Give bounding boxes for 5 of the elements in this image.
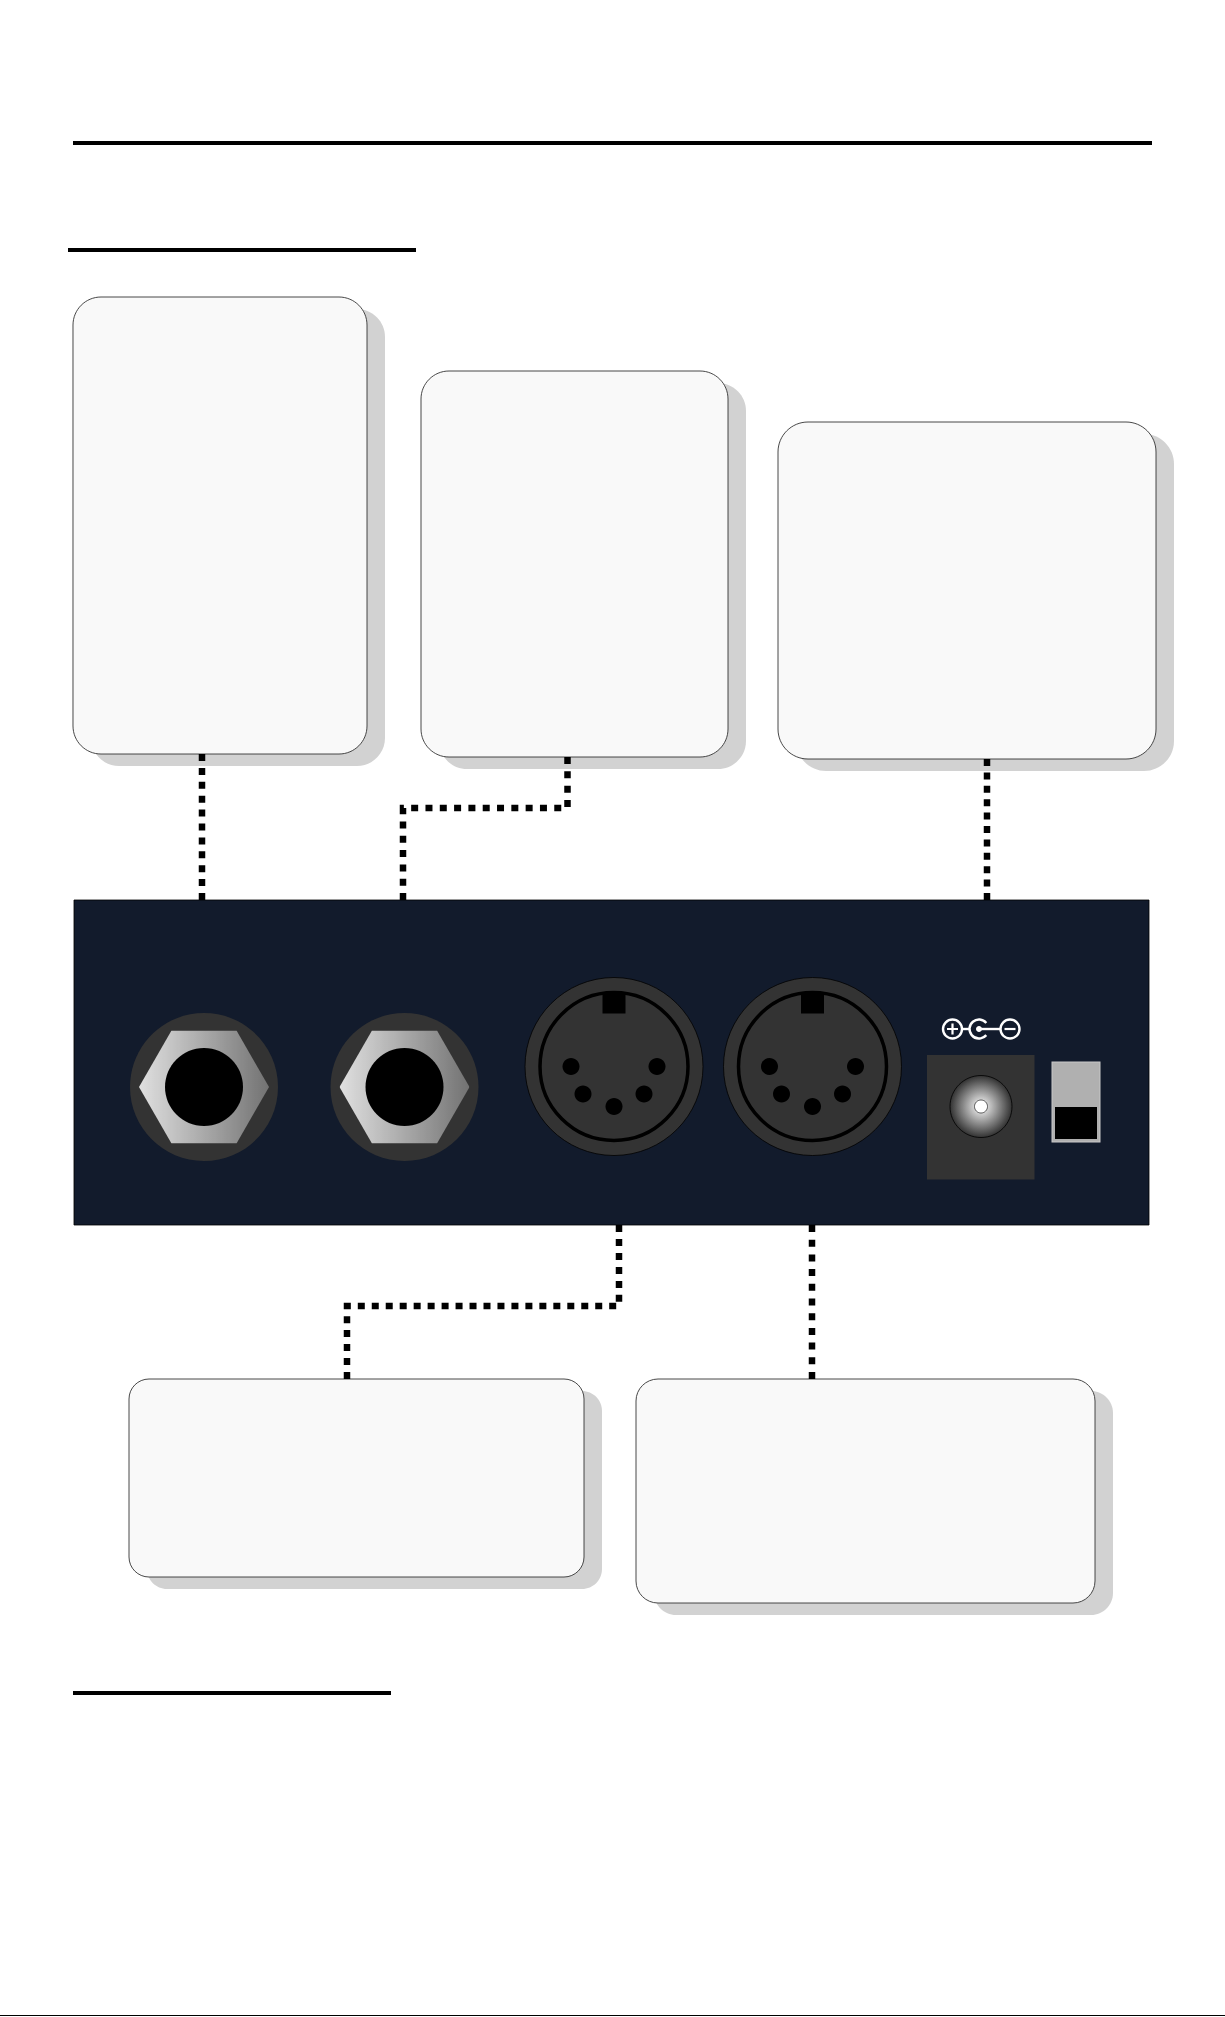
callout-box [635,1378,1113,1615]
callout-box [777,421,1174,771]
callout-box [72,296,385,766]
callout-box [420,370,746,769]
callout-box [128,1378,602,1589]
